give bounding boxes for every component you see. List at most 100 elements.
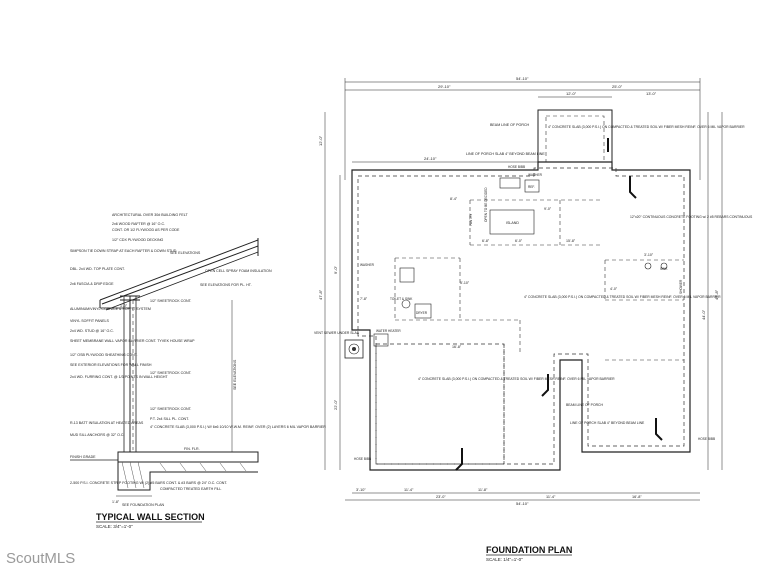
- callout: OPEN CELL SPRAY FOAM INSULATION: [205, 269, 272, 273]
- dim-interior: 3'-10": [644, 253, 654, 257]
- wall-callouts-left: SIMPSON TIE DOWN STRAP AT EACH RAFTER & …: [70, 249, 227, 504]
- note: BEAM LINE OF PORCH: [566, 403, 603, 407]
- dim-bottom-overall: 54'-10": [516, 501, 529, 506]
- sink-icon: [660, 262, 668, 270]
- dim-left-b: 9'-0": [333, 265, 338, 274]
- dim-right-overall: 47'-8": [714, 289, 719, 300]
- callout: VINYL SOFFIT PANELS: [70, 319, 109, 323]
- dim-interior: 16'-8": [452, 345, 462, 349]
- dim-interior: 8'-4": [450, 197, 458, 201]
- dim-left-c: 12'-0": [318, 135, 323, 146]
- note: HOSE BIBB: [698, 437, 715, 441]
- vent-sewer-icon: [344, 339, 364, 359]
- note: REF.: [528, 185, 535, 189]
- foundation-plan: 54'-10" 29'-10" 25'-0" 12'-0" 13'-0" 24'…: [314, 76, 753, 562]
- callout: 1/2" CDX PLYWOOD DECKING: [112, 238, 164, 242]
- refrigerator-icon: [524, 179, 540, 193]
- callout: COMPACTED TREATED EARTH FILL: [160, 487, 221, 491]
- water-heater-icon: [373, 333, 389, 347]
- dim-top-overall: 54'-10": [516, 76, 529, 81]
- dim-left-depth: 24'-10": [424, 156, 437, 161]
- dim-interior: 6'-0": [515, 239, 523, 243]
- dim-left-overall: 47'-8": [318, 289, 323, 300]
- callout: 2x6 FASCIA & DRIP EDGE: [70, 282, 114, 286]
- note: 12"x20" CONTINUOUS CONCRETE FOOTING w/ 2…: [630, 215, 753, 219]
- note: HOSE BIBB: [354, 457, 371, 461]
- callout: DBL. 2x4 WD. TOP PLATE CONT.: [70, 267, 125, 271]
- dim-bottom-seg: 11'-4": [404, 488, 414, 492]
- island-icon: [489, 209, 535, 235]
- plan-dimension-lines: [324, 78, 723, 501]
- dim-bottom-seg: 11'-4": [546, 495, 556, 499]
- dim-overhang: 1'-0": [120, 304, 128, 308]
- wall-section-scale: SCALE: 3/4"=1'-0": [96, 524, 133, 529]
- callout: CONT. OR 1/2 FLYWOOD AS PER CODE: [112, 228, 180, 232]
- note: HOSE BIBB: [508, 165, 525, 169]
- section-markers: [455, 138, 663, 471]
- wall-callouts-right: ARCHITECTURAL OVER 30# BUILDING FELT 2x6…: [112, 213, 326, 507]
- dryer-icon: [414, 303, 432, 319]
- wall-section-title: TYPICAL WALL SECTION: [96, 512, 205, 522]
- sink-icon: [401, 299, 411, 309]
- callout: SEE ELEVATIONS FOR PL. HT.: [200, 283, 252, 287]
- note: 4" CONCRETE SLAB (3,000 P.S.I.) ON COMPA…: [524, 295, 721, 299]
- foundation-plan-title: FOUNDATION PLAN: [486, 545, 572, 555]
- plan-annotations: BEAM LINE OF PORCH 4" CONCRETE SLAB (3,0…: [314, 123, 753, 461]
- note: BEAM LINE OF PORCH: [490, 123, 530, 127]
- note: SINK: [660, 267, 668, 271]
- dim-bottom-seg: 23'-0": [436, 495, 446, 499]
- foundation-plan-scale: SCALE: 1/4"=1'-0": [486, 557, 523, 562]
- callout: FINISH GRADE: [70, 455, 96, 459]
- note: WASHER: [528, 173, 543, 177]
- dim-footing: 1'-8": [112, 500, 120, 504]
- dim-bottom-seg: 16'-8": [632, 495, 642, 499]
- callout: 1/2" SHEETROCK CONT.: [150, 407, 192, 411]
- callout: SEE EXTERIOR ELEVATIONS FOR WALL FINISH: [70, 363, 152, 367]
- toilet-icon: [644, 262, 652, 270]
- note: SHOWER: [679, 279, 683, 294]
- callout: SHEET MEMBRANE WALL VAPOR BARRIER CONT. …: [70, 339, 195, 343]
- dim-porch-a: 12'-0": [566, 91, 577, 96]
- callout: 2x4 WD. FURRING CONT. @ 1/3 POINTS IN WA…: [70, 375, 168, 379]
- callout: 4" CONCRETE SLAB (3,000 P.S.I.) W/ 6x6 1…: [150, 425, 326, 429]
- dim-interior: 7'-8": [360, 297, 368, 301]
- dim-interior: 4'-0": [610, 287, 618, 291]
- callout: ALUMINUM/VINYL CORNICE & SOFFIT SYSTEM: [70, 307, 151, 311]
- callout-vertical: SEE ELEVATIONS: [233, 359, 237, 390]
- note: VENT SEWER UNDER SLAB: [314, 331, 360, 335]
- callout: SIMPSON TIE DOWN STRAP AT EACH RAFTER & …: [70, 249, 177, 253]
- washer-icon: [399, 267, 415, 283]
- note: LINE OF PORCH SLAB 4" BEYOND BEAM LINE: [466, 152, 545, 156]
- callout: 2-500 P.S.I. CONCRETE STRIP FOOTING W/ (…: [70, 481, 227, 485]
- dim-interior: 9'-0": [544, 207, 552, 211]
- dim-porch-b: 13'-0": [646, 91, 657, 96]
- slab-footing: [70, 451, 259, 497]
- note: WASHER: [360, 263, 375, 267]
- note: ISLAND: [506, 221, 519, 225]
- wall-section: SIMPSON TIE DOWN STRAP AT EACH RAFTER & …: [70, 213, 326, 529]
- dim-interior: 15'-8": [566, 239, 576, 243]
- note: DRYER: [416, 311, 428, 315]
- dim-bottom-seg: 3'-10": [356, 488, 366, 492]
- dim-interior: 6'-8": [482, 239, 490, 243]
- note: PANTRY: [469, 212, 473, 226]
- plan-dimensions: 54'-10" 29'-10" 25'-0" 12'-0" 13'-0" 24'…: [318, 76, 719, 506]
- callout: SEE FOUNDATION PLAN: [122, 503, 164, 507]
- callout: 1/2" SHEETROCK CONT.: [150, 299, 192, 303]
- note: 4" CONCRETE SLAB (3,000 P.S.I.) ON COMPA…: [548, 125, 745, 129]
- callout: 2x4 WD. STUD @ 16" O.C.: [70, 329, 114, 333]
- callout: FIN. FLR.: [184, 447, 200, 451]
- porch-top: [537, 109, 613, 163]
- callout: MUD SILL ANCHORS @ 32" O.C.: [70, 433, 125, 437]
- dim-left-a: 22'-0": [333, 399, 338, 410]
- callout: 2x6 WOOD RAFTER @ 16" O.C.: [112, 222, 165, 226]
- note: TOILET & SINK: [390, 297, 413, 301]
- callout: ARCHITECTURAL OVER 30# BUILDING FELT: [112, 213, 188, 217]
- callout: 1/2" OSB PLYWOOD SHEATHING CONT.: [70, 353, 138, 357]
- callout: R-13 BATT INSULATION AT HEATED AREAS: [70, 421, 144, 425]
- note: OPEN TO BE DECIDED: [484, 187, 488, 222]
- dim-bottom-seg: 11'-8": [478, 488, 488, 492]
- fixtures: [344, 177, 668, 359]
- note: 4" CONCRETE SLAB (3,000 P.S.I.) ON COMPA…: [418, 377, 615, 381]
